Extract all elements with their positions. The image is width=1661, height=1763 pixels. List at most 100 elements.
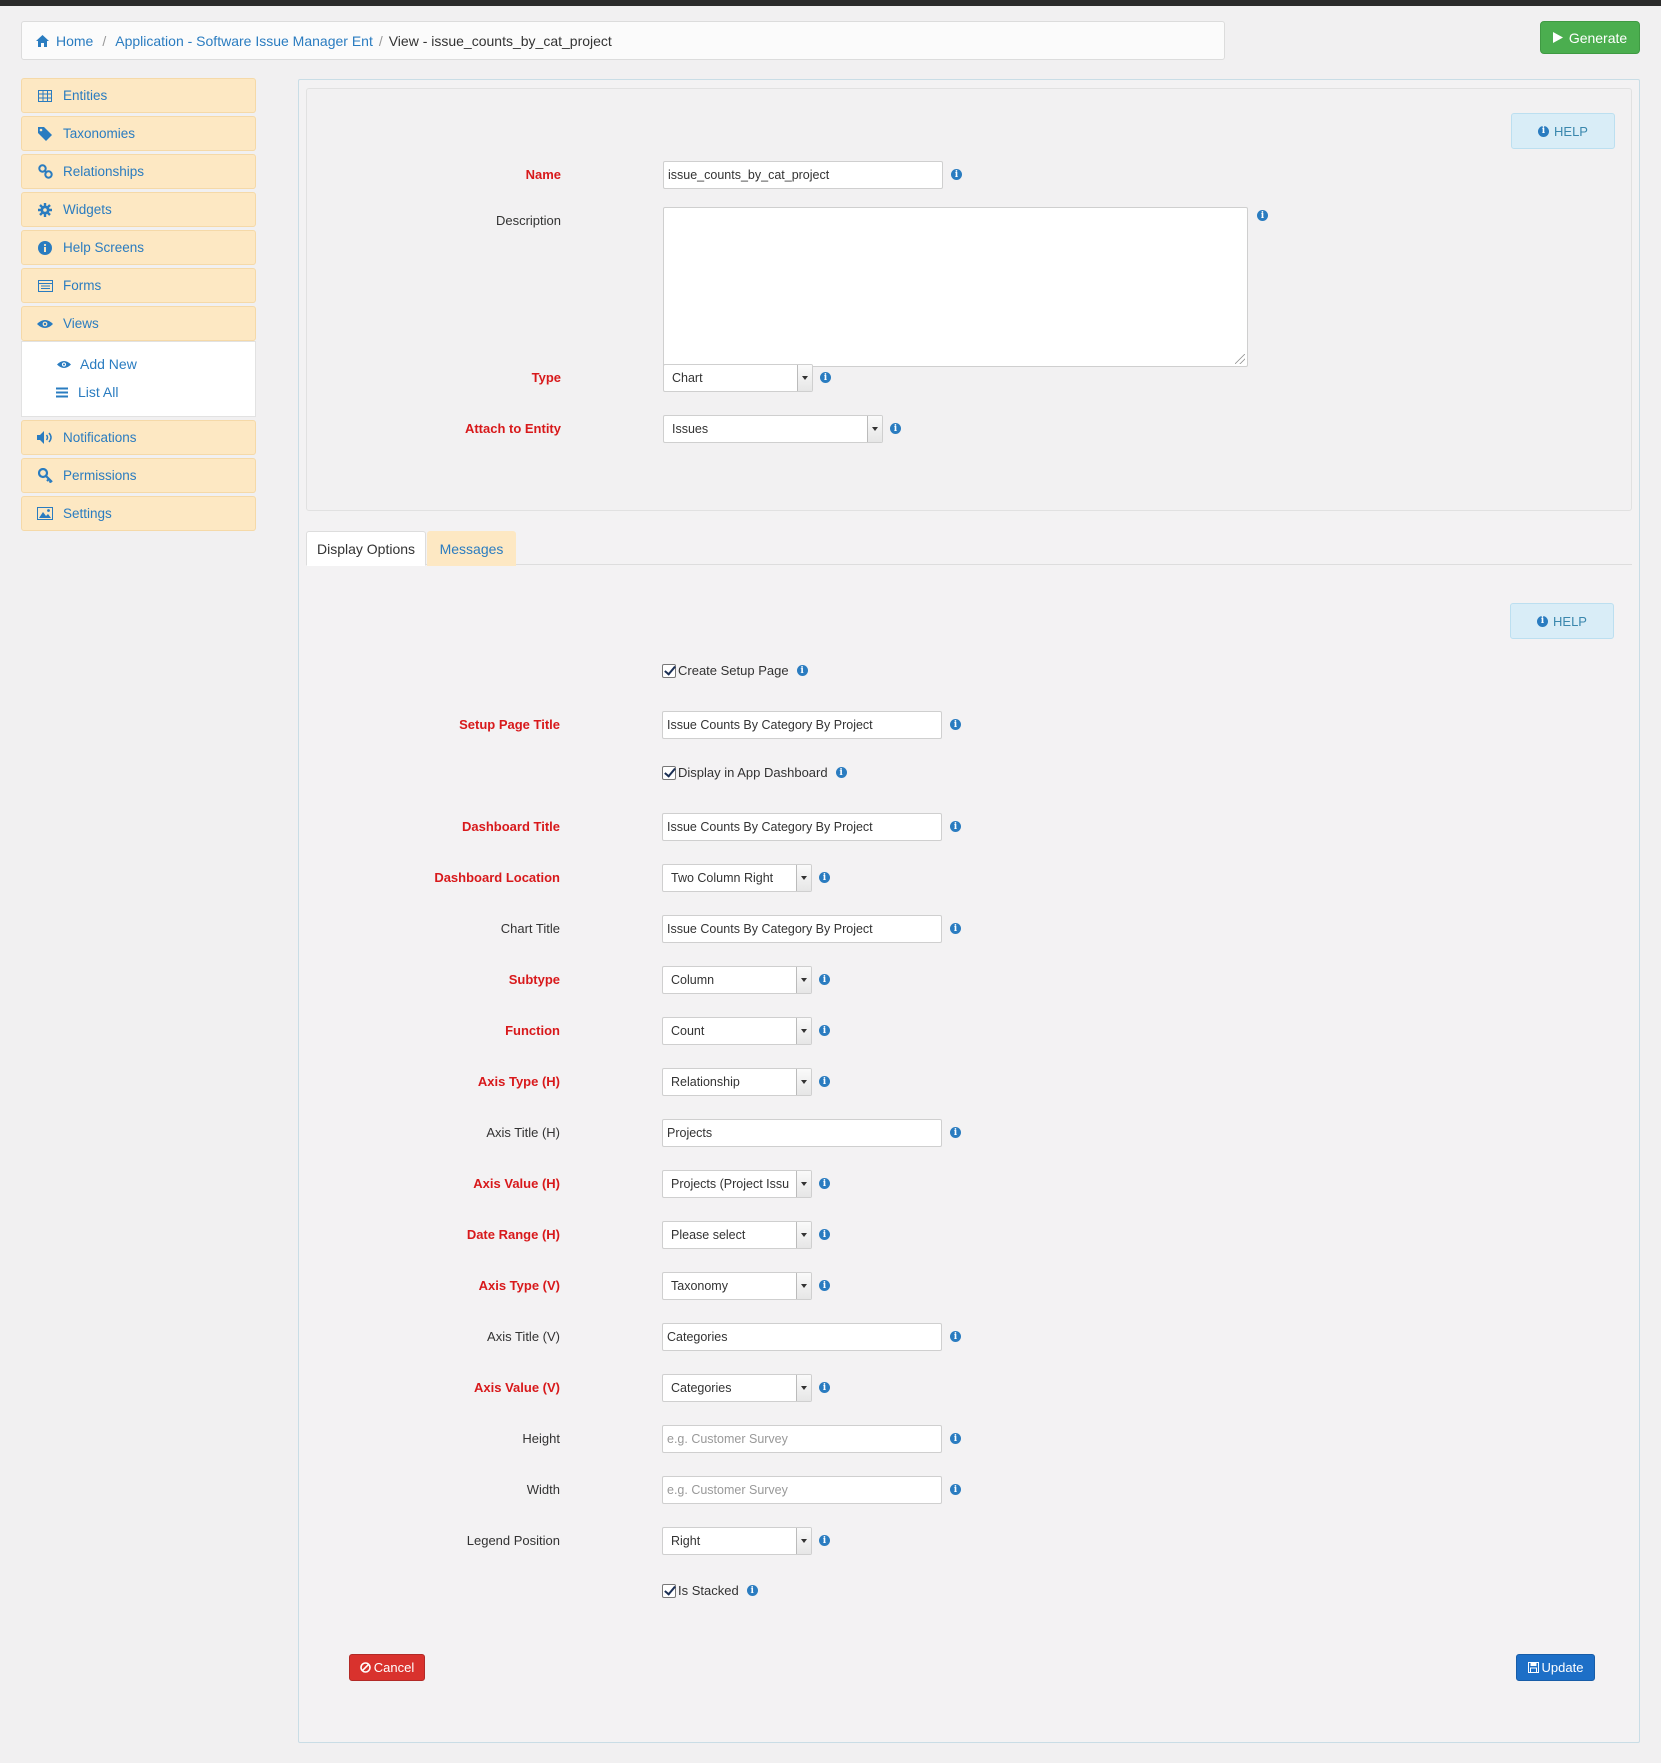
info-icon[interactable]: i bbox=[796, 665, 808, 676]
name-row: Name issue_counts_by_cat_project i bbox=[307, 161, 1607, 189]
info-icon[interactable]: i bbox=[819, 1178, 830, 1189]
help-label: HELP bbox=[1554, 123, 1588, 139]
width-input[interactable]: e.g. Customer Survey bbox=[662, 1476, 942, 1504]
setup-page-title-input[interactable]: Issue Counts By Category By Project bbox=[662, 711, 942, 739]
axis-type-h-label: Axis Type (H) bbox=[477, 1074, 560, 1089]
info-icon[interactable]: i bbox=[835, 767, 847, 778]
info-icon[interactable]: i bbox=[819, 974, 830, 985]
info-icon[interactable]: i bbox=[950, 1331, 961, 1342]
display-in-dashboard-checkbox[interactable] bbox=[662, 765, 676, 780]
sidebar-item-notifications[interactable]: Notifications bbox=[21, 420, 256, 455]
tab-bar: Display Options Messages bbox=[306, 531, 1632, 566]
attach-entity-select[interactable]: Issues bbox=[663, 415, 883, 443]
resize-grip[interactable] bbox=[1235, 354, 1245, 364]
legend-position-select[interactable]: Right bbox=[662, 1527, 812, 1555]
play-icon bbox=[1552, 32, 1563, 43]
axis-type-h-select[interactable]: Relationship bbox=[662, 1068, 812, 1096]
info-icon[interactable]: i bbox=[950, 923, 961, 934]
help-button[interactable]: i HELP bbox=[1510, 603, 1614, 639]
sidebar-item-help-screens[interactable]: Help Screens bbox=[21, 230, 256, 265]
axis-type-v-select[interactable]: Taxonomy bbox=[662, 1272, 812, 1300]
function-row: Function Count i bbox=[306, 1017, 1606, 1045]
setup-page-title-label: Setup Page Title bbox=[459, 717, 560, 732]
info-icon[interactable]: i bbox=[819, 872, 830, 883]
axis-type-h-value: Relationship bbox=[671, 1075, 740, 1089]
legend-position-value: Right bbox=[671, 1534, 701, 1548]
axis-title-v-input[interactable]: Categories bbox=[662, 1323, 942, 1351]
update-button[interactable]: Update bbox=[1516, 1654, 1595, 1681]
is-stacked-checkbox[interactable] bbox=[662, 1583, 676, 1598]
sidebar-item-entities[interactable]: Entities bbox=[21, 78, 256, 113]
sidebar-item-taxonomies[interactable]: Taxonomies bbox=[21, 116, 256, 151]
cancel-button[interactable]: Cancel bbox=[349, 1654, 425, 1681]
axis-type-h-row: Axis Type (H) Relationship i bbox=[306, 1068, 1606, 1096]
axis-value-v-select[interactable]: Categories bbox=[662, 1374, 812, 1402]
help-button[interactable]: i HELP bbox=[1511, 113, 1615, 149]
axis-title-h-input[interactable]: Projects bbox=[662, 1119, 942, 1147]
tab-messages[interactable]: Messages bbox=[427, 531, 516, 566]
is-stacked-row: Is Stacked i bbox=[662, 1583, 758, 1598]
info-icon[interactable]: i bbox=[951, 169, 962, 180]
tag-icon bbox=[37, 126, 53, 142]
display-in-dashboard-row: Display in App Dashboard i bbox=[662, 765, 847, 780]
chevron-down-icon bbox=[796, 1018, 811, 1044]
sidebar: Entities Taxonomies Relationships Widget… bbox=[21, 78, 256, 534]
name-input[interactable]: issue_counts_by_cat_project bbox=[663, 161, 943, 189]
sidebar-item-relationships[interactable]: Relationships bbox=[21, 154, 256, 189]
dashboard-title-input[interactable]: Issue Counts By Category By Project bbox=[662, 813, 942, 841]
height-input[interactable]: e.g. Customer Survey bbox=[662, 1425, 942, 1453]
info-icon[interactable]: i bbox=[819, 1535, 830, 1546]
type-select[interactable]: Chart bbox=[663, 364, 813, 392]
link-icon bbox=[37, 164, 53, 180]
views-add-new-link[interactable]: Add New bbox=[56, 350, 255, 378]
sidebar-item-forms[interactable]: Forms bbox=[21, 268, 256, 303]
generate-button[interactable]: Generate bbox=[1540, 21, 1640, 54]
views-list-all-link[interactable]: List All bbox=[56, 378, 255, 406]
description-textarea[interactable] bbox=[663, 207, 1248, 367]
info-icon[interactable]: i bbox=[950, 1484, 961, 1495]
sub-item-label: List All bbox=[78, 384, 119, 400]
dashboard-title-row: Dashboard Title Issue Counts By Category… bbox=[306, 813, 1606, 841]
chart-title-input[interactable]: Issue Counts By Category By Project bbox=[662, 915, 942, 943]
info-icon[interactable]: i bbox=[950, 1433, 961, 1444]
create-setup-page-checkbox[interactable] bbox=[662, 663, 676, 678]
dashboard-location-select[interactable]: Two Column Right bbox=[662, 864, 812, 892]
subtype-select[interactable]: Column bbox=[662, 966, 812, 994]
info-icon[interactable]: i bbox=[819, 1076, 830, 1087]
main-panel: i HELP Name issue_counts_by_cat_project … bbox=[298, 79, 1640, 1743]
sidebar-item-permissions[interactable]: Permissions bbox=[21, 458, 256, 493]
attach-entity-row: Attach to Entity Issues i bbox=[307, 415, 1607, 443]
axis-value-h-select[interactable]: Projects (Project Issues) bbox=[662, 1170, 812, 1198]
type-label: Type bbox=[531, 370, 561, 385]
info-icon[interactable]: i bbox=[819, 1229, 830, 1240]
info-icon[interactable]: i bbox=[1257, 210, 1268, 221]
info-icon[interactable]: i bbox=[820, 372, 831, 383]
info-icon[interactable]: i bbox=[950, 1127, 961, 1138]
ban-icon bbox=[359, 1662, 371, 1673]
date-range-h-select[interactable]: Please select bbox=[662, 1221, 812, 1249]
sidebar-item-widgets[interactable]: Widgets bbox=[21, 192, 256, 227]
sidebar-item-label: Settings bbox=[63, 506, 112, 521]
axis-value-h-row: Axis Value (H) Projects (Project Issues)… bbox=[306, 1170, 1606, 1198]
sidebar-item-label: Entities bbox=[63, 88, 108, 103]
breadcrumb-current: View - issue_counts_by_cat_project bbox=[388, 32, 612, 49]
list-icon bbox=[54, 387, 70, 398]
breadcrumb-application-link[interactable]: Application - Software Issue Manager Ent bbox=[115, 32, 373, 49]
attach-entity-value: Issues bbox=[672, 422, 709, 436]
sidebar-item-settings[interactable]: Settings bbox=[21, 496, 256, 531]
chevron-down-icon bbox=[796, 1375, 811, 1401]
breadcrumb-home-link[interactable]: Home bbox=[56, 32, 94, 49]
info-icon[interactable]: i bbox=[950, 719, 961, 730]
info-icon[interactable]: i bbox=[819, 1280, 830, 1291]
description-row: Description i bbox=[307, 207, 1607, 367]
info-icon[interactable]: i bbox=[819, 1382, 830, 1393]
info-icon[interactable]: i bbox=[819, 1025, 830, 1036]
info-icon[interactable]: i bbox=[746, 1585, 758, 1596]
function-select[interactable]: Count bbox=[662, 1017, 812, 1045]
info-icon[interactable]: i bbox=[950, 821, 961, 832]
tab-display-options[interactable]: Display Options bbox=[306, 531, 426, 566]
info-icon[interactable]: i bbox=[890, 423, 901, 434]
sidebar-item-views[interactable]: Views bbox=[21, 306, 256, 341]
axis-title-h-row: Axis Title (H) Projects i bbox=[306, 1119, 1606, 1147]
chart-title-row: Chart Title Issue Counts By Category By … bbox=[306, 915, 1606, 943]
